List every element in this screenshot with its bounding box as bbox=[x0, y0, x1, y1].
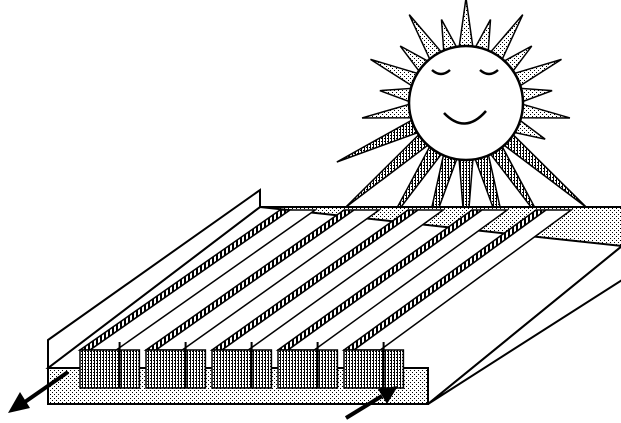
collector-channel-front bbox=[278, 350, 337, 388]
collector-channel-front bbox=[80, 350, 139, 388]
sun-ray bbox=[459, 0, 473, 48]
solar-collector bbox=[48, 190, 621, 404]
collector-channel-front bbox=[344, 350, 403, 388]
sun-ray bbox=[519, 104, 570, 118]
collector-channel-front bbox=[212, 350, 271, 388]
sun-ray bbox=[362, 104, 413, 118]
collector-channel-front bbox=[146, 350, 205, 388]
sun-disc bbox=[409, 46, 523, 160]
